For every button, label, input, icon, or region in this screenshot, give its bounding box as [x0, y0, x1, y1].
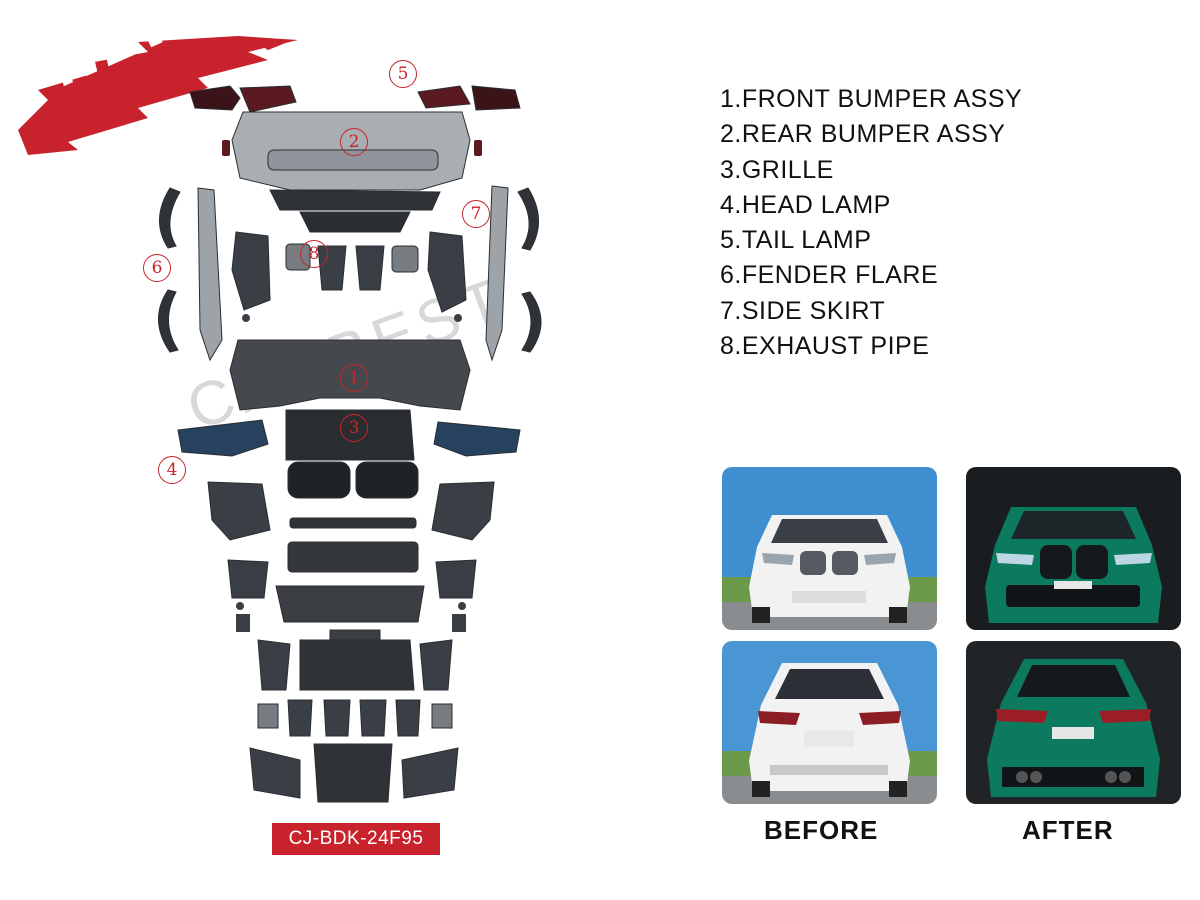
after-rear-photo — [966, 641, 1181, 804]
exhaust-right — [391, 245, 419, 273]
callout-7: 7 — [462, 200, 490, 228]
before-front-photo — [722, 467, 937, 630]
before-rear-photo — [722, 641, 937, 804]
callout-1: 1 — [340, 364, 368, 392]
callout-6: 6 — [143, 254, 171, 282]
before-label: BEFORE — [764, 815, 879, 845]
side-skirt-right — [485, 185, 509, 362]
new-badge-splash — [18, 36, 298, 155]
after-front-photo — [966, 467, 1181, 630]
legend-item-8: 8.EXHAUST PIPE — [720, 332, 930, 361]
legend-item-5: 5.TAIL LAMP — [720, 226, 872, 255]
tail-lamp-right — [417, 85, 471, 109]
head-lamp-left — [177, 419, 269, 457]
legend-item-4: 4.HEAD LAMP — [720, 190, 891, 219]
legend-item-2: 2.REAR BUMPER ASSY — [720, 120, 1006, 149]
callout-3: 3 — [340, 414, 368, 442]
legend-item-3: 3.GRILLE — [720, 155, 834, 184]
tail-lamp-left — [189, 85, 241, 111]
callout-2: 2 — [340, 128, 368, 156]
callout-8: 8 — [300, 240, 328, 268]
callout-5: 5 — [389, 60, 417, 88]
product-code-badge: CJ-BDK-24F95 — [272, 823, 440, 855]
callout-4: 4 — [158, 456, 186, 484]
side-skirt-left — [197, 187, 223, 362]
legend-item-1: 1.FRONT BUMPER ASSY — [720, 85, 1023, 113]
head-lamp-right — [433, 421, 521, 457]
legend-item-6: 6.FENDER FLARE — [720, 261, 939, 290]
after-label: AFTER — [1022, 815, 1114, 845]
parts-diagram — [158, 85, 542, 803]
parts-legend: 1.FRONT BUMPER ASSY 2.REAR BUMPER ASSY 3… — [720, 82, 1022, 364]
legend-item-7: 7.SIDE SKIRT — [720, 296, 886, 325]
